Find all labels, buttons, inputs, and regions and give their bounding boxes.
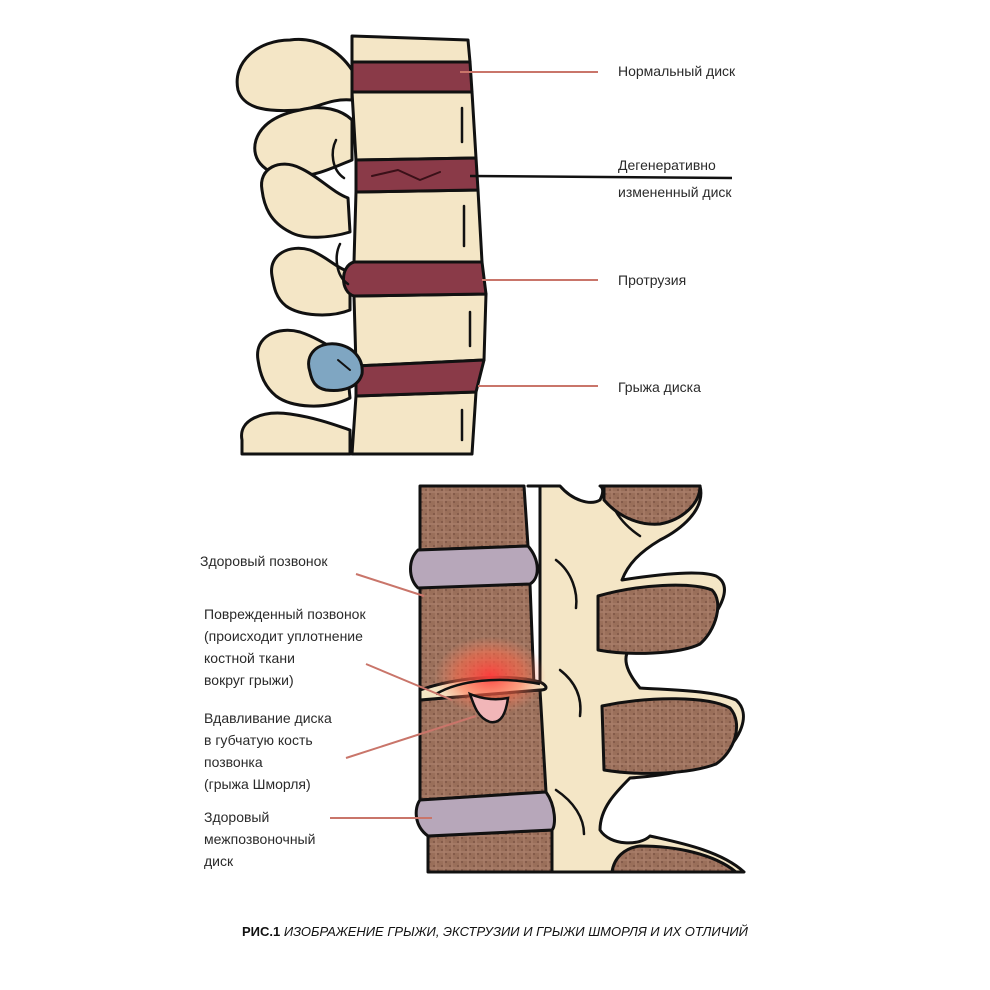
figure-caption: РИС.1 ИЗОБРАЖЕНИЕ ГРЫЖИ, ЭКСТРУЗИИ И ГРЫ… xyxy=(0,924,990,939)
top-posterior-process-1 xyxy=(235,37,354,113)
pointer-degenerative-disc xyxy=(469,174,733,180)
bottom-disc-healthy-bottom xyxy=(414,790,556,838)
label-damaged-vertebra-line: вокруг грыжи) xyxy=(204,672,294,688)
bottom-spinous-process-top xyxy=(602,484,702,526)
label-disc-pressing-line: в губчатую кость xyxy=(204,732,313,748)
pointer-damaged-vertebra xyxy=(365,663,453,701)
label-damaged-vertebra-line: Поврежденный позвонок xyxy=(204,606,366,622)
top-posterior-process-3 xyxy=(260,162,352,239)
label-disc-pressing-line: Вдавливание диска xyxy=(204,710,332,726)
top-posterior-process-4 xyxy=(270,246,352,317)
label-damaged-vertebra-line: (происходит уплотнение xyxy=(204,628,363,644)
label-damaged-vertebra: Поврежденный позвонок (происходит уплотн… xyxy=(204,603,366,691)
bottom-spinous-process-1 xyxy=(596,583,720,655)
top-spine-diagram xyxy=(235,34,488,456)
label-herniation: Грыжа диска xyxy=(618,379,701,395)
label-disc-pressing: Вдавливание диска в губчатую кость позво… xyxy=(204,707,332,795)
label-healthy-disc-line: межпозвоночный xyxy=(204,831,316,847)
label-healthy-disc: Здоровый межпозвоночный диск xyxy=(204,806,315,872)
label-degenerative-line2: измененный диск xyxy=(618,184,732,200)
label-normal-disc: Нормальный диск xyxy=(618,63,736,79)
label-healthy-disc-line: Здоровый xyxy=(204,809,270,825)
bottom-spinous-process-2 xyxy=(600,697,739,775)
bottom-vertebra-top xyxy=(418,484,530,552)
bottom-inflammation-zone xyxy=(434,636,546,716)
label-degenerative-line1: Дегенеративно xyxy=(618,157,716,173)
label-disc-pressing-line: позвонка xyxy=(204,754,263,770)
label-protrusion: Протрузия xyxy=(618,272,687,288)
pointer-healthy-vertebra xyxy=(355,573,425,597)
top-disc-protrusion xyxy=(342,260,488,298)
label-damaged-vertebra-line: костной ткани xyxy=(204,650,295,666)
pointer-schmorl xyxy=(345,715,477,759)
caption-prefix: РИС.1 xyxy=(242,924,281,939)
bottom-pointer-lines xyxy=(330,573,477,819)
top-disc-degenerative xyxy=(354,156,480,194)
top-disc-normal xyxy=(350,60,474,94)
label-healthy-vertebra: Здоровый позвонок xyxy=(200,553,328,569)
top-vertebra-1 xyxy=(350,34,472,64)
bottom-posterior-arch xyxy=(526,484,746,874)
top-posterior-process-2 xyxy=(253,106,354,178)
label-disc-pressing-line: (грыжа Шморля) xyxy=(204,776,311,792)
bottom-disc-healthy-top xyxy=(409,544,539,590)
top-herniation-bulge xyxy=(307,342,364,392)
top-posterior-process-6 xyxy=(240,411,352,456)
bottom-spinous-process-bottom xyxy=(610,844,738,874)
top-vertebra-4 xyxy=(352,292,488,368)
top-vertebra-5 xyxy=(350,390,478,456)
top-disc-herniated xyxy=(354,358,486,398)
bottom-schmorl-node xyxy=(467,691,510,724)
top-vertebra-2 xyxy=(350,90,478,162)
caption-text: ИЗОБРАЖЕНИЕ ГРЫЖИ, ЭКСТРУЗИИ И ГРЫЖИ ШМО… xyxy=(283,924,748,939)
label-healthy-disc-line: диск xyxy=(204,853,234,869)
top-pointer-lines xyxy=(460,71,598,387)
